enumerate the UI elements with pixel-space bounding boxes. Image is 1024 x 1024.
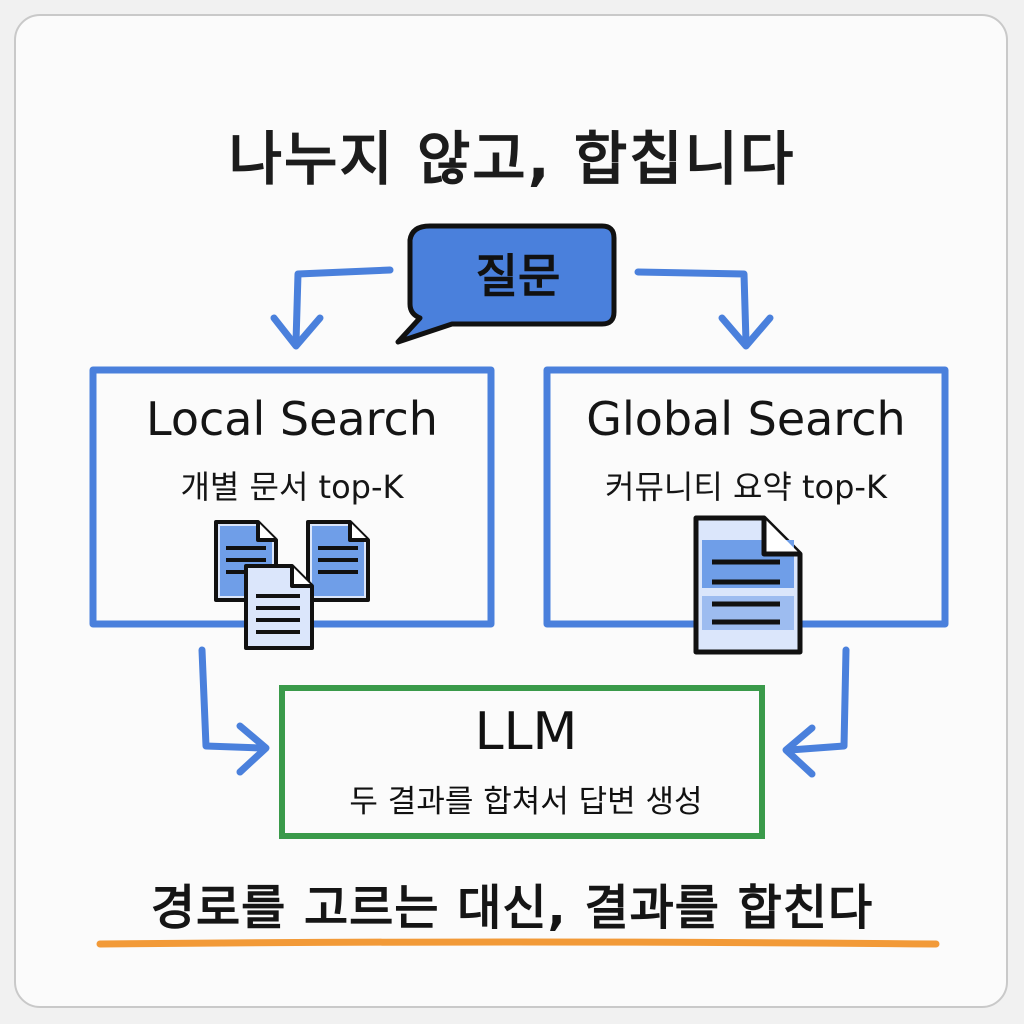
document-icon bbox=[693, 515, 803, 655]
arrow-local-to-llm bbox=[198, 646, 270, 776]
llm-subtitle: 두 결과를 합쳐서 답변 생성 bbox=[349, 784, 703, 820]
page-title: 나누지 않고, 합칩니다 bbox=[228, 125, 796, 193]
documents-stack-icon bbox=[214, 520, 370, 650]
conclusion-underline bbox=[96, 938, 940, 948]
llm-title: LLM bbox=[474, 702, 578, 762]
global-search-title: Global Search bbox=[586, 392, 906, 446]
conclusion-text: 경로를 고르는 대신, 결과를 합친다 bbox=[150, 880, 874, 936]
global-search-subtitle: 커뮤니티 요약 top-K bbox=[605, 468, 887, 506]
arrow-global-to-llm bbox=[782, 646, 850, 778]
local-search-subtitle: 개별 문서 top-K bbox=[180, 468, 404, 506]
diagram-card bbox=[14, 14, 1008, 1008]
question-bubble bbox=[395, 223, 617, 345]
arrow-question-to-global bbox=[634, 268, 774, 350]
arrow-question-to-local bbox=[270, 266, 394, 350]
question-label: 질문 bbox=[475, 249, 561, 303]
llm-box bbox=[279, 685, 765, 839]
local-search-title: Local Search bbox=[146, 392, 438, 446]
